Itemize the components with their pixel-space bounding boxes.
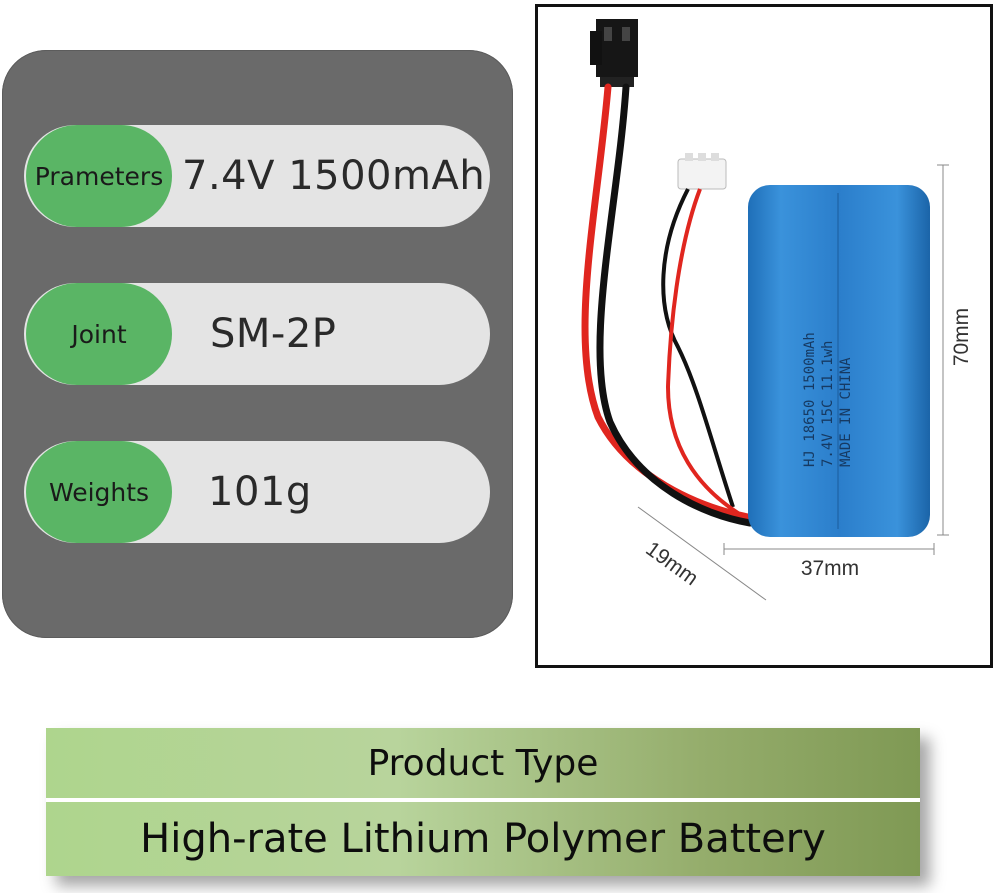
width-label: 37mm (801, 557, 859, 580)
spec-row-joint: Joint SM-2P (24, 283, 490, 385)
spec-label: Joint (26, 283, 172, 385)
spec-value: SM-2P (210, 311, 337, 357)
product-type-banner: Product Type High-rate Lithium Polymer B… (46, 728, 920, 876)
svg-text:HJ 18650 1500mAh 7.4V: HJ 18650 1500mAh 7.4V 15C 11.1wh MADE IN… (802, 324, 854, 467)
depth-label: 19mm (641, 537, 702, 590)
height-label: 70mm (950, 308, 973, 366)
height-dimension: 70mm (937, 164, 973, 536)
banner-divider (46, 798, 920, 802)
battery-cell: HJ 18650 1500mAh 7.4V 15C 11.1wh MADE IN… (748, 185, 930, 537)
spec-label: Prameters (26, 125, 172, 227)
balance-connector-icon (677, 153, 727, 190)
product-type-value: High-rate Lithium Polymer Battery (46, 802, 920, 876)
battery-print-line3: MADE IN CHINA (838, 357, 854, 467)
spec-label: Weights (26, 441, 172, 543)
balance-wire-black (661, 188, 735, 508)
battery-illustration: HJ 18650 1500mAh 7.4V 15C 11.1wh MADE IN… (581, 19, 973, 601)
sm-connector-icon (590, 19, 638, 87)
spec-value: 101g (208, 469, 312, 515)
spec-row-parameters: Prameters 7.4V 1500mAh (24, 125, 490, 227)
spec-value: 7.4V 1500mAh (182, 153, 486, 199)
spec-panel: Prameters 7.4V 1500mAh Joint SM-2P Weigh… (2, 50, 513, 638)
product-type-title: Product Type (46, 728, 920, 798)
red-wire (581, 83, 752, 521)
battery-print-line1: HJ 18650 1500mAh (802, 332, 818, 467)
battery-print-line2: 7.4V 15C 11.1wh (820, 341, 836, 467)
spec-row-weights: Weights 101g (24, 441, 490, 543)
black-wire (596, 83, 754, 527)
balance-wire-red (665, 188, 740, 515)
battery-photo-frame: HJ 18650 1500mAh 7.4V 15C 11.1wh MADE IN… (535, 4, 993, 668)
width-dimension: 37mm (723, 543, 935, 580)
